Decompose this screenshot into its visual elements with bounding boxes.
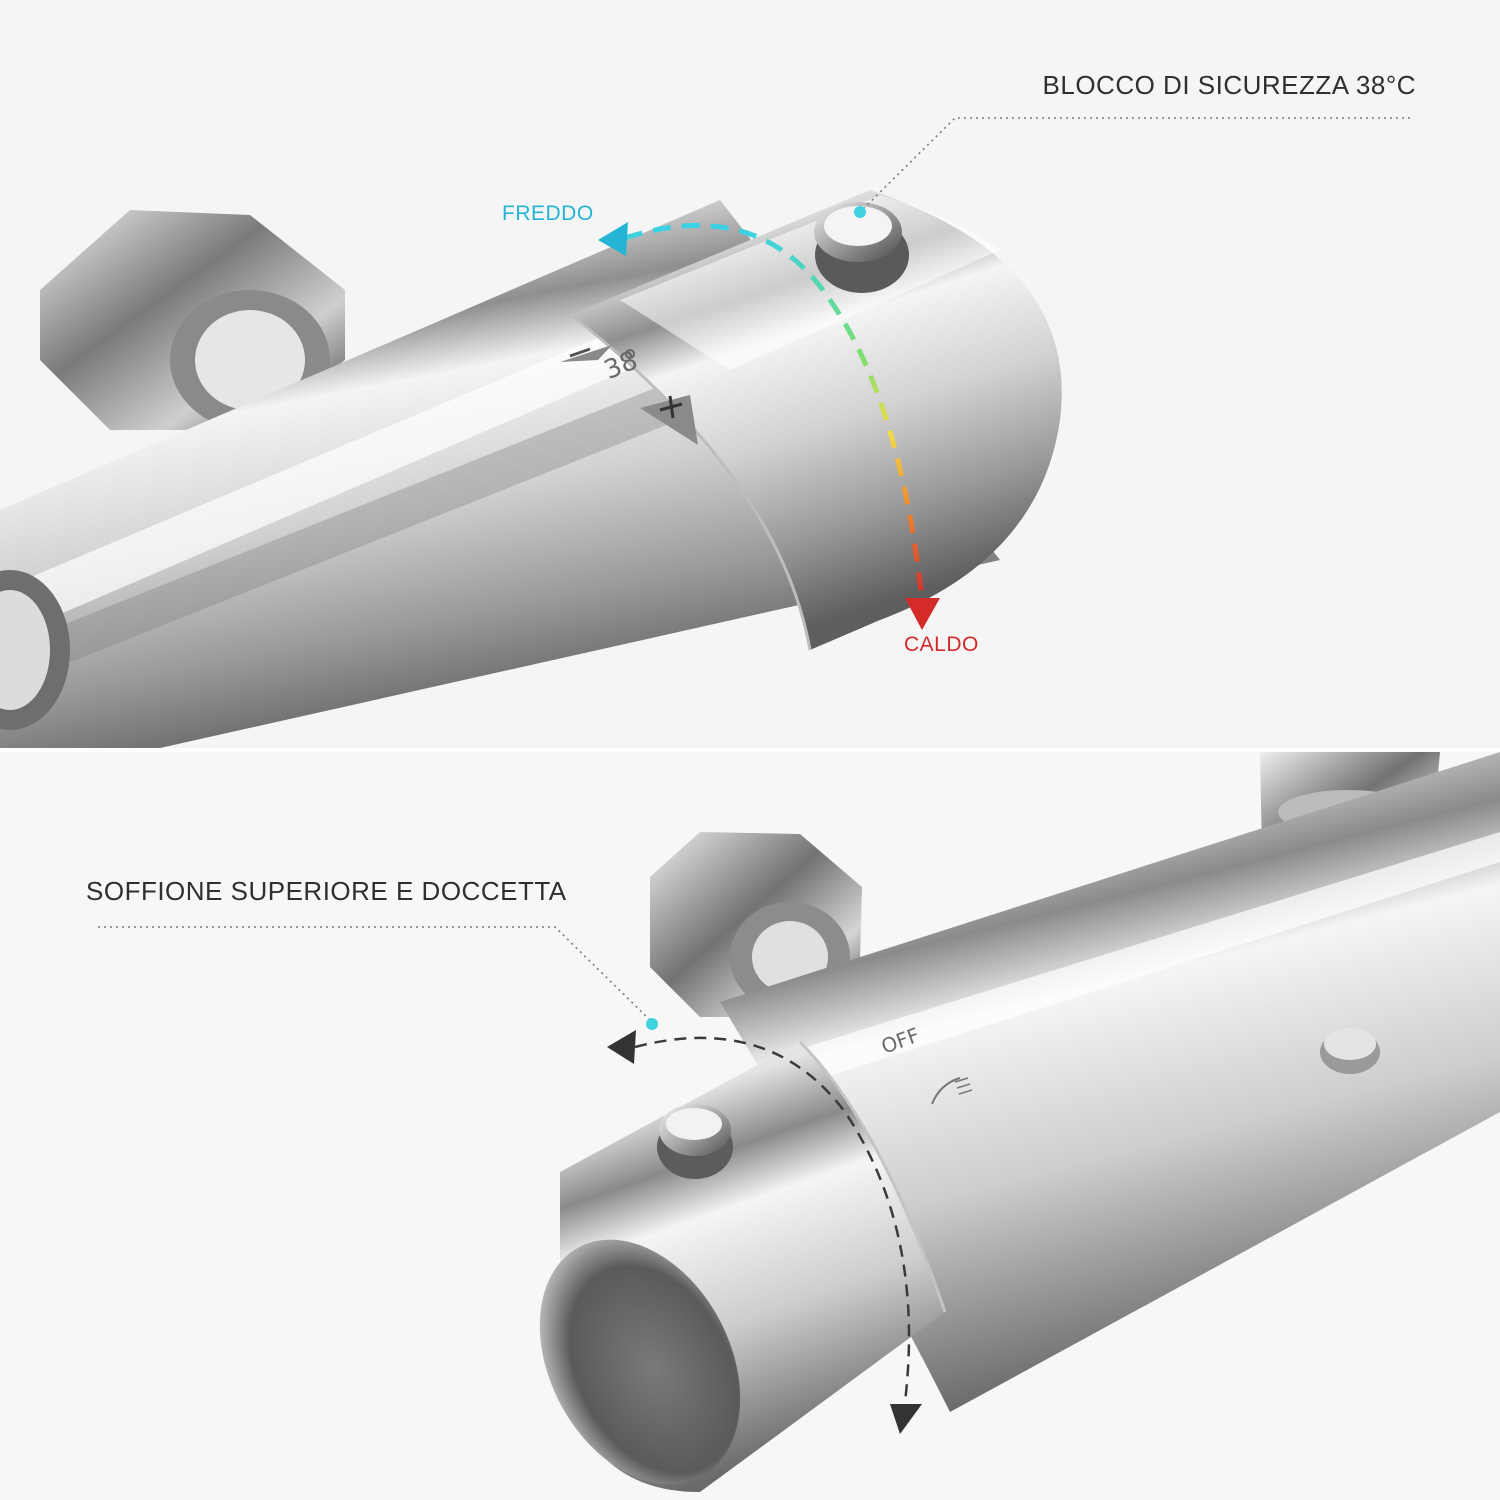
outlet-leader-line [98, 926, 653, 1023]
plus-icon [640, 395, 698, 445]
safety-leader-line [859, 117, 1410, 213]
knob-button[interactable] [657, 1104, 733, 1179]
outlet-leader-dot [646, 1018, 658, 1030]
thermostat-illustration [0, 117, 1410, 748]
safety-lock-button[interactable] [814, 202, 909, 293]
rotate-arrow-icon [598, 222, 940, 630]
minus-icon [560, 345, 612, 362]
temperature-panel: BLOCCO DI SICUREZZA 38°C FREDDO CALDO 38 [0, 0, 1500, 748]
shower-spray-icon [931, 1077, 973, 1105]
bottom-spout [1320, 1028, 1380, 1074]
cold-label: FREDDO [502, 202, 594, 225]
knob-end-cap [539, 1239, 741, 1485]
outlet-selector-label: SOFFIONE SUPERIORE E DOCCETTA [86, 876, 567, 906]
safety-lock-label: BLOCCO DI SICUREZZA 38°C [1042, 70, 1416, 100]
outlet-selector-knob[interactable] [500, 1040, 947, 1500]
degree-icon [625, 349, 635, 359]
panel-divider [0, 748, 1500, 752]
hot-label: CALDO [904, 633, 979, 656]
outlet-panel: SOFFIONE SUPERIORE E DOCCETTA OFF [0, 752, 1500, 1500]
outlet-ring [0, 570, 70, 730]
rotate-arrow-icon [607, 1030, 922, 1434]
safety-leader-dot [854, 206, 866, 218]
temperature-knob[interactable] [570, 190, 1062, 651]
diverter-illustration [98, 752, 1500, 1500]
